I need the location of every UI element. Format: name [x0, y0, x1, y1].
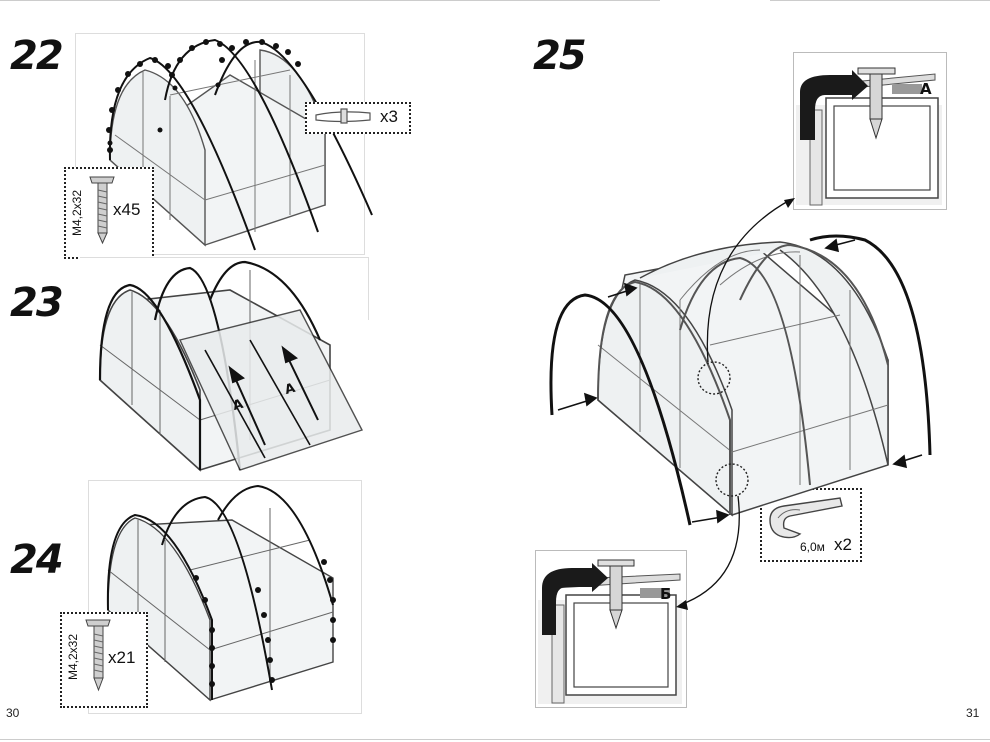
page-number-right: 31 [966, 706, 980, 720]
screw-size-label-22: М4,2x32 [70, 189, 84, 236]
profile-count: x2 [834, 535, 852, 554]
step-23-frame [80, 257, 369, 320]
detail-a-label: А [920, 80, 932, 98]
top-rule-left [0, 0, 660, 1]
screw-size-label-24: М4,2x32 [66, 633, 80, 680]
connector-count: x3 [380, 107, 398, 126]
step-23-number: 23 [10, 280, 64, 326]
screw-count-24: x21 [108, 648, 136, 667]
bottom-rule [0, 739, 990, 740]
step-25-number: 25 [533, 33, 587, 79]
screw-count-22: x45 [113, 200, 141, 219]
step-22-number: 22 [10, 33, 64, 79]
step-24-number: 24 [10, 537, 64, 583]
detail-a-frame [793, 52, 947, 210]
screw-callout-24 [60, 612, 148, 708]
profile-length: 6,0м [800, 540, 825, 554]
detail-b-label: Б [660, 585, 672, 603]
page-number-left: 30 [6, 706, 20, 720]
arrow-marker-a-1: А [231, 396, 245, 415]
detail-b-frame [535, 550, 687, 708]
top-rule-right [770, 0, 990, 1]
arrow-marker-a-2: А [283, 380, 297, 399]
